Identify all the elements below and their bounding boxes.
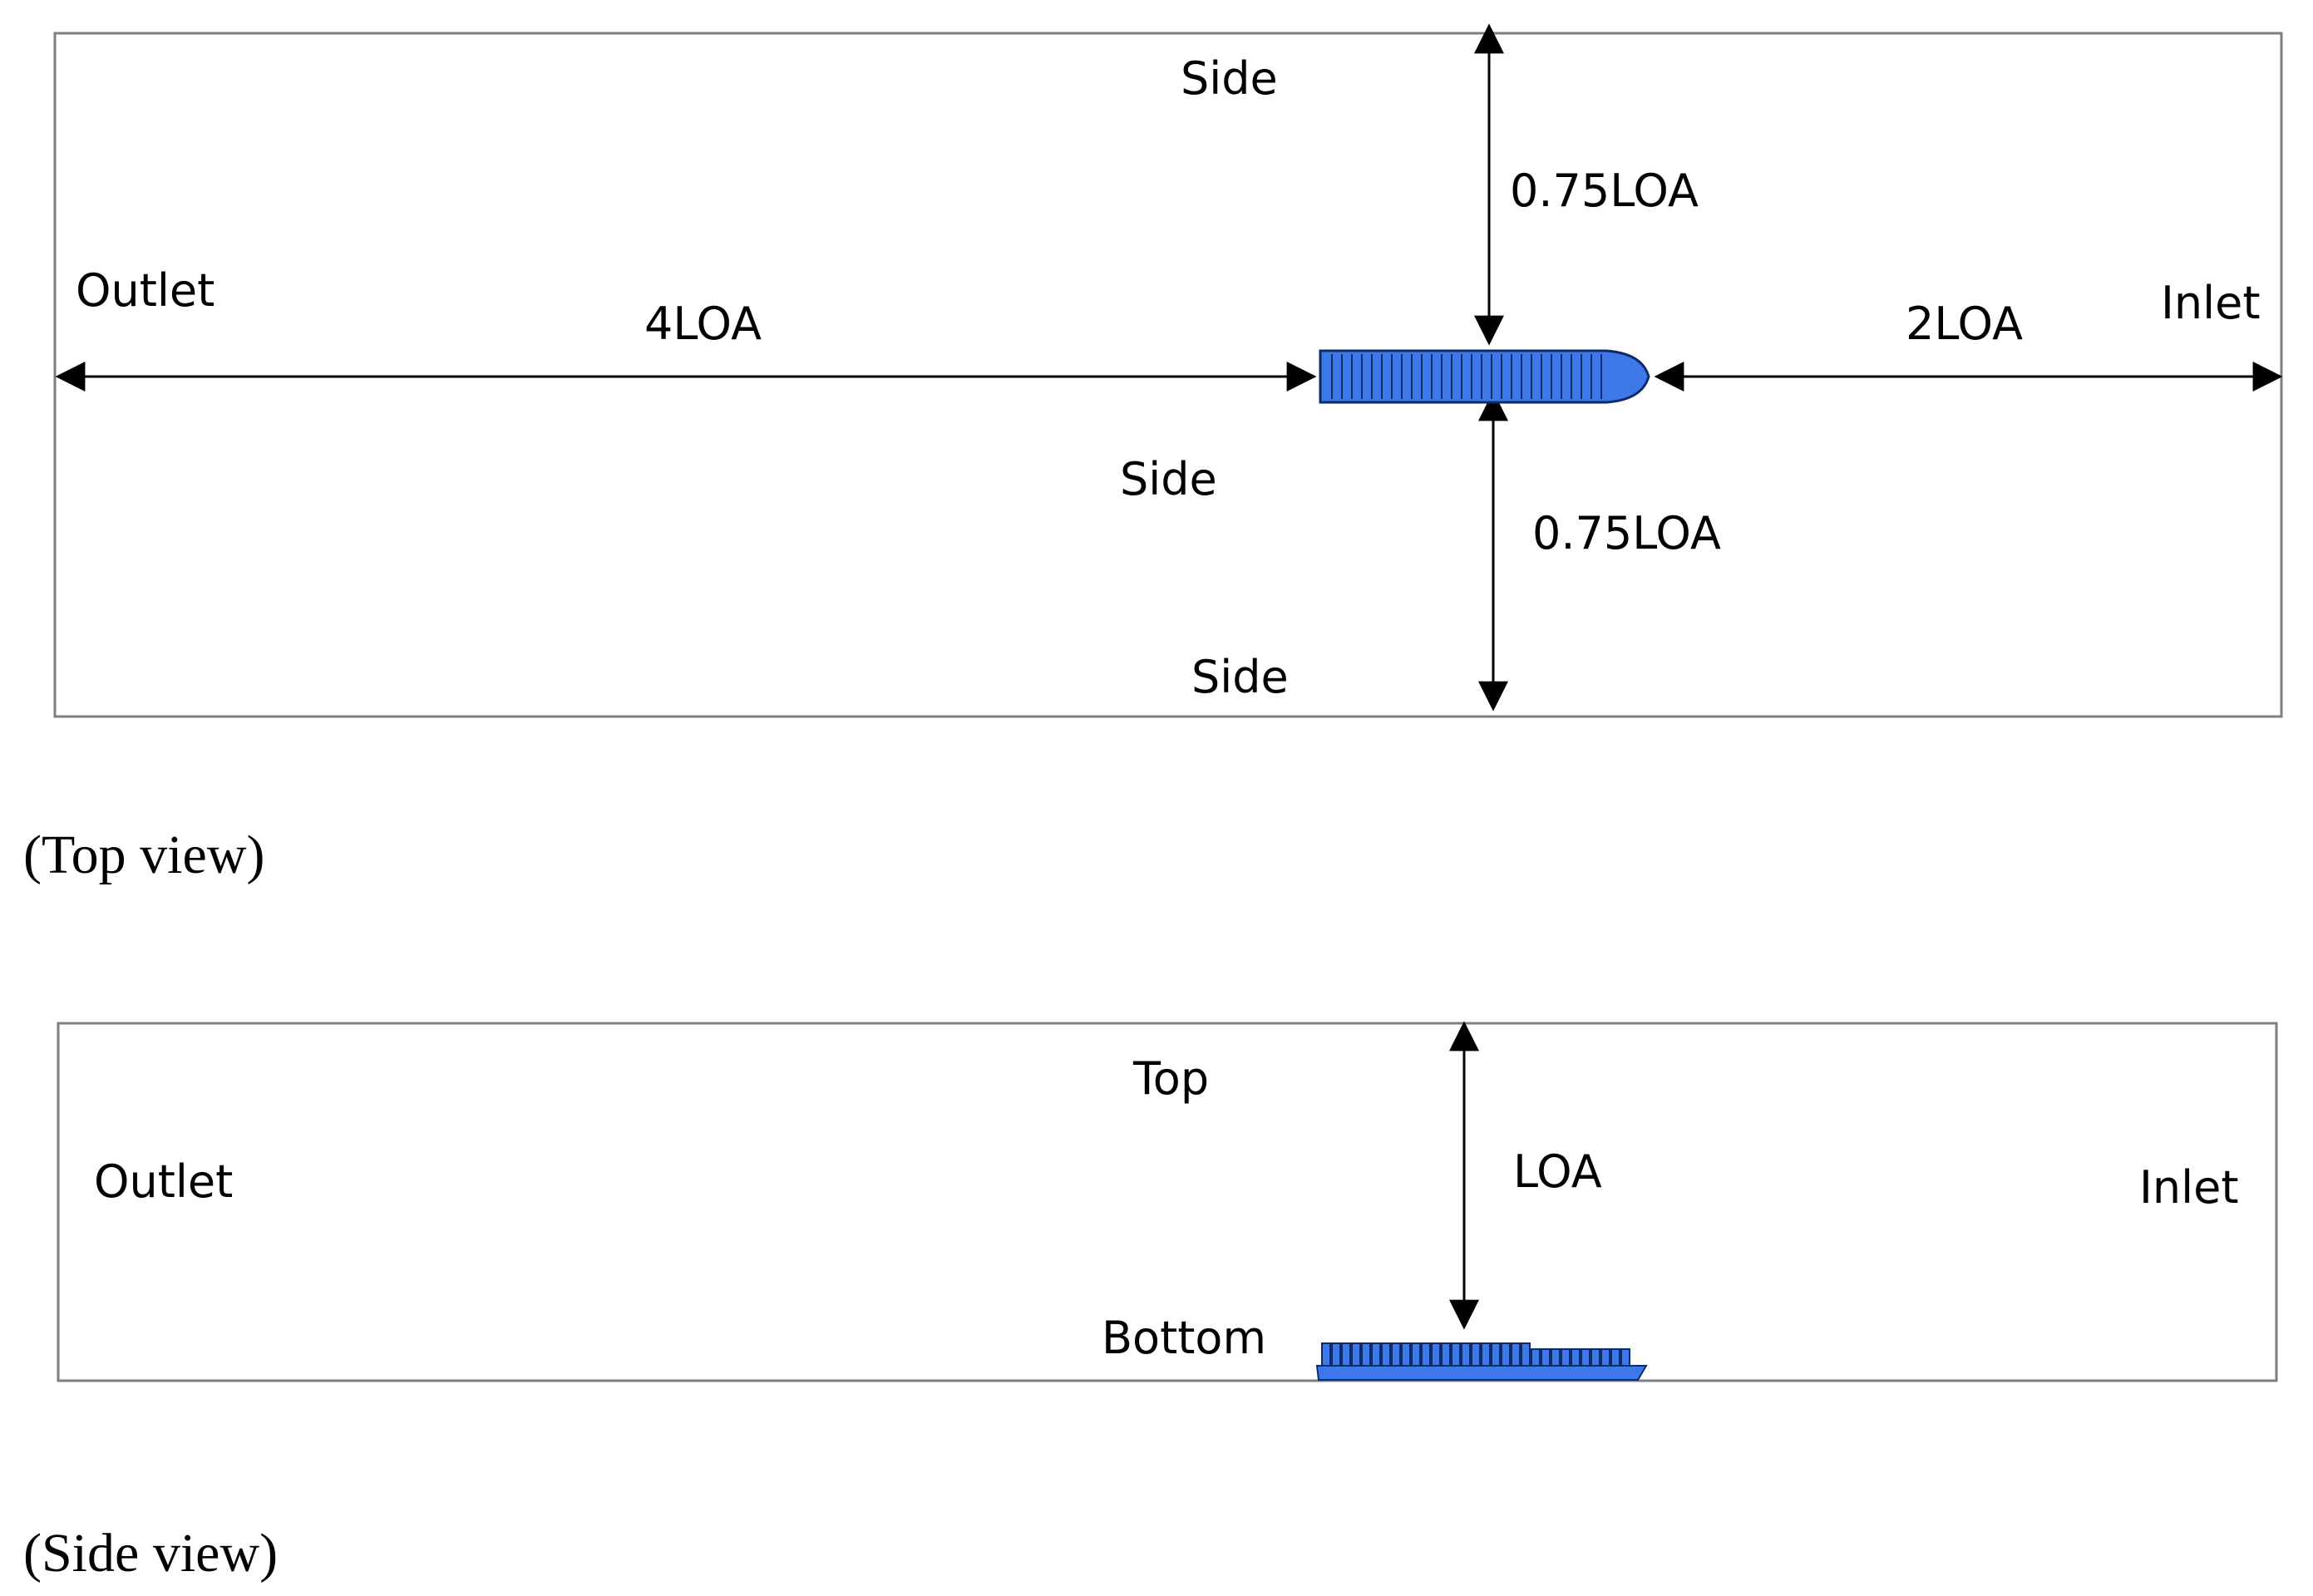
side-lower-distance-label: 0.75LOA xyxy=(1532,507,1721,559)
side-label-upper: Side xyxy=(1181,52,1278,105)
container-stack xyxy=(1610,1348,1620,1367)
container-stack xyxy=(1431,1342,1441,1367)
container-stack xyxy=(1481,1342,1491,1367)
container-stack xyxy=(1421,1342,1431,1367)
upstream-distance-label: 2LOA xyxy=(1906,298,2023,350)
container-stack xyxy=(1511,1342,1521,1367)
container-stack xyxy=(1571,1348,1581,1367)
bottom-boundary-label: Bottom xyxy=(1102,1312,1266,1364)
top-view-caption: (Top view) xyxy=(23,825,264,885)
container-stack xyxy=(1590,1348,1600,1367)
container-stack xyxy=(1600,1348,1610,1367)
side-label-lower: Side xyxy=(1191,651,1289,703)
container-stack xyxy=(1521,1342,1531,1367)
container-stack xyxy=(1331,1342,1341,1367)
side-view-caption: (Side view) xyxy=(23,1523,278,1584)
outlet-label-side-view: Outlet xyxy=(94,1155,233,1208)
downstream-distance-label: 4LOA xyxy=(644,298,762,350)
side-label-middle: Side xyxy=(1120,453,1217,505)
container-stack xyxy=(1471,1342,1481,1367)
container-stack xyxy=(1491,1342,1501,1367)
container-stack xyxy=(1581,1348,1590,1367)
container-stack xyxy=(1451,1342,1461,1367)
ship-side-view xyxy=(1315,1342,1648,1381)
container-stack xyxy=(1411,1342,1421,1367)
container-stack xyxy=(1321,1342,1331,1367)
container-stack xyxy=(1381,1342,1391,1367)
container-stack xyxy=(1361,1342,1371,1367)
container-stack xyxy=(1531,1348,1541,1367)
ship-top-view xyxy=(1319,349,1650,404)
container-stack xyxy=(1551,1348,1561,1367)
side-upper-distance-label: 0.75LOA xyxy=(1510,165,1699,217)
outlet-label-top-view: Outlet xyxy=(76,264,215,317)
container-stack xyxy=(1391,1342,1401,1367)
inlet-label-top-view: Inlet xyxy=(2161,277,2261,329)
container-stack xyxy=(1541,1348,1551,1367)
container-stack xyxy=(1501,1342,1511,1367)
container-stack xyxy=(1371,1342,1381,1367)
container-stack xyxy=(1341,1342,1351,1367)
inlet-label-side-view: Inlet xyxy=(2139,1161,2239,1214)
side-view-domain-boundary xyxy=(57,1022,2278,1382)
container-stack xyxy=(1441,1342,1451,1367)
container-stack xyxy=(1561,1348,1571,1367)
top-boundary-label: Top xyxy=(1132,1052,1209,1105)
top-view-domain-boundary xyxy=(53,32,2283,718)
container-stack xyxy=(1620,1348,1630,1367)
top-view: Outlet Inlet Side Side Side 4LOA 2LOA 0.… xyxy=(23,23,2283,885)
side-view: Outlet Inlet Top Bottom LOA (Side view) xyxy=(23,1021,2278,1584)
container-stack xyxy=(1461,1342,1471,1367)
height-distance-label: LOA xyxy=(1513,1145,1602,1198)
container-stack xyxy=(1401,1342,1411,1367)
container-stack xyxy=(1351,1342,1361,1367)
